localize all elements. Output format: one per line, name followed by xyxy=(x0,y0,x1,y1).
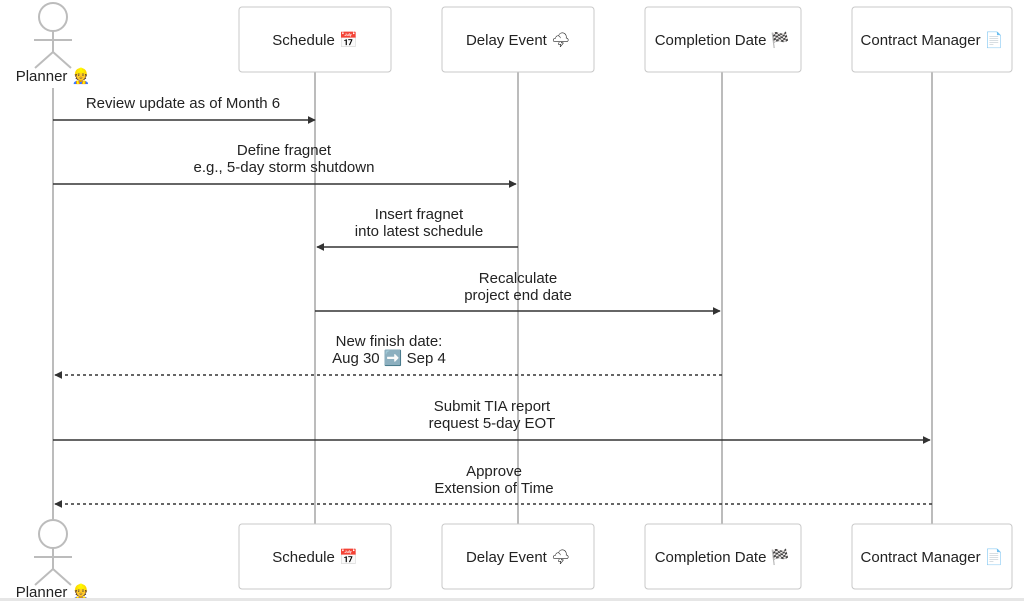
participant-schedule-bottom: Schedule 📅 xyxy=(238,523,392,590)
planner-actor-bottom: Planner 👷 xyxy=(16,519,91,601)
participant-completion-date-bottom: Completion Date 🏁 xyxy=(644,523,802,590)
participant-delay-event-top: Delay Event 🌩 xyxy=(441,6,595,73)
delay-event-label-top: Delay Event 🌩 xyxy=(466,32,570,49)
participant-completion-date-top: Completion Date 🏁 xyxy=(644,6,802,73)
schedule-label-top: Schedule 📅 xyxy=(272,31,357,49)
contract-manager-label-bottom: Contract Manager 📄 xyxy=(861,548,1004,566)
lifelines xyxy=(52,72,933,524)
message-1: Review update as of Month 6 xyxy=(53,95,316,124)
planner-label-top: Planner 👷 xyxy=(16,67,91,85)
message-5-label: New finish date:Aug 30 ➡️ Sep 4 xyxy=(332,333,446,367)
completion-date-label-top: Completion Date 🏁 xyxy=(655,31,790,49)
schedule-label-bottom: Schedule 📅 xyxy=(272,548,357,566)
stick-figure-icon xyxy=(34,2,72,69)
planner-actor-top: Planner 👷 xyxy=(16,2,91,85)
participant-delay-event-bottom: Delay Event 🌩 xyxy=(441,523,595,590)
participant-contract-manager-top: Contract Manager 📄 xyxy=(851,6,1013,73)
stick-figure-icon xyxy=(34,519,72,586)
participant-contract-manager-bottom: Contract Manager 📄 xyxy=(851,523,1013,590)
message-1-label: Review update as of Month 6 xyxy=(86,95,280,112)
planner-label-bottom: Planner 👷 xyxy=(16,583,91,601)
message-5: New finish date:Aug 30 ➡️ Sep 4 xyxy=(54,333,722,379)
delay-event-label-bottom: Delay Event 🌩 xyxy=(466,549,570,566)
contract-manager-label-top: Contract Manager 📄 xyxy=(861,31,1004,49)
completion-date-label-bottom: Completion Date 🏁 xyxy=(655,548,790,566)
page-bottom-border xyxy=(0,598,1024,601)
participant-schedule-top: Schedule 📅 xyxy=(238,6,392,73)
